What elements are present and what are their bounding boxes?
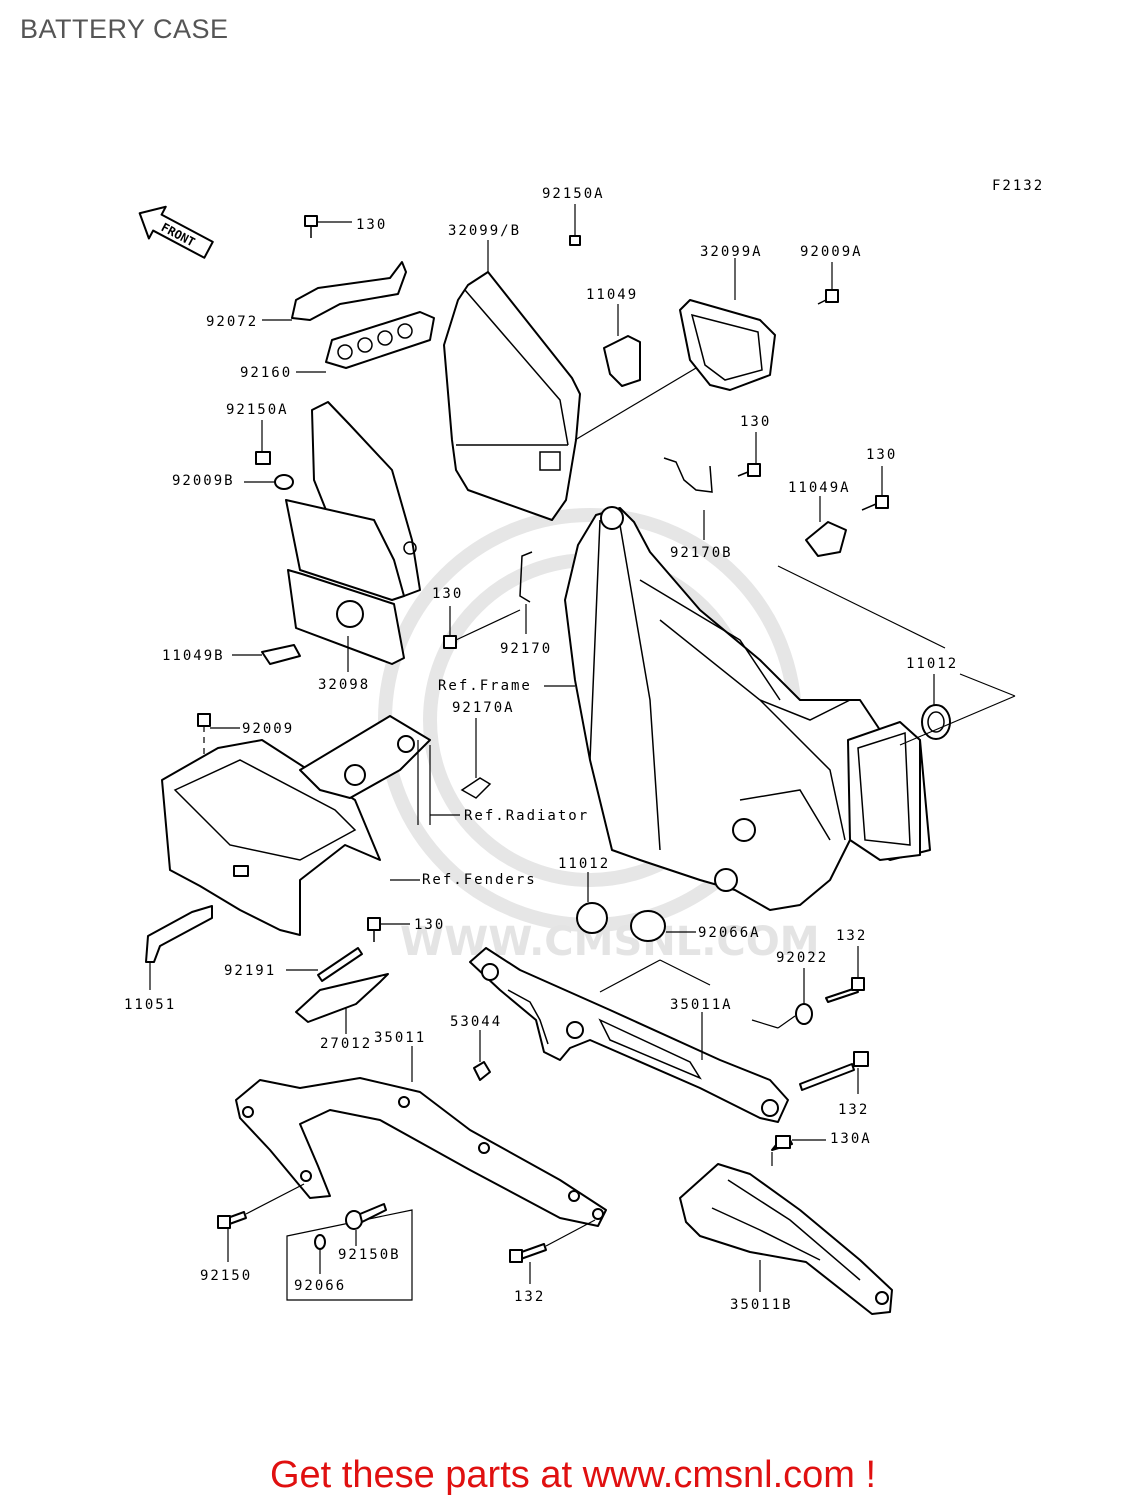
bolt-130-far-right <box>861 466 889 511</box>
part-label: 132 <box>836 928 867 944</box>
parts-diagram: WWW.CMSNL.COM FRONT F2132 <box>124 178 1044 1315</box>
part-label: Ref.Frame <box>438 678 532 694</box>
part-label: 32098 <box>318 677 370 693</box>
part-label: 92066A <box>698 925 761 941</box>
part-label: 35011B <box>730 1297 793 1313</box>
bushing-53044 <box>473 1030 491 1081</box>
bolt-130A <box>771 1135 826 1166</box>
bracket-92072 <box>262 261 407 321</box>
part-label: 92160 <box>240 365 292 381</box>
bolt-132-mid-right <box>799 1051 869 1094</box>
part-label: 92170A <box>452 700 515 716</box>
part-label: 130 <box>414 917 445 933</box>
pin-92191 <box>286 947 363 982</box>
part-label: 130 <box>432 586 463 602</box>
part-label: Ref.Fenders <box>422 872 537 888</box>
figure-code: F2132 <box>992 178 1044 194</box>
part-label: 11049B <box>162 648 225 664</box>
part-label: 92009 <box>242 721 294 737</box>
front-arrow-icon: FRONT <box>138 205 214 259</box>
part-label: 130A <box>830 1131 872 1147</box>
washer-92022 <box>751 968 813 1029</box>
bolt-92009A <box>817 262 839 305</box>
part-label: 35011 <box>374 1030 426 1046</box>
part-label: 11012 <box>558 856 610 872</box>
part-labels: 130 92150A 32099/B 32099A 92009A 11049 9… <box>124 186 958 1313</box>
bracket-27012 <box>295 973 389 1034</box>
plate-92160 <box>296 311 435 373</box>
part-label: 92150A <box>542 186 605 202</box>
part-label: 11049 <box>586 287 638 303</box>
bolt-92150 <box>217 1183 305 1262</box>
watermark-text: WWW.CMSNL.COM <box>400 919 820 965</box>
part-label: 11049A <box>788 480 851 496</box>
clip-92170A <box>460 718 492 799</box>
part-label: 130 <box>866 447 897 463</box>
page-title: BATTERY CASE <box>20 14 229 44</box>
part-label: 32099/B <box>448 223 521 239</box>
bracket-11049 <box>603 304 641 387</box>
arm-35011 <box>235 1046 607 1227</box>
part-label: 92170B <box>670 545 733 561</box>
part-label: 130 <box>740 414 771 430</box>
bolt-130-lower <box>367 917 410 942</box>
part-label: 92150B <box>338 1247 401 1263</box>
bolt-92150A-left <box>255 420 271 465</box>
bolt-132-top-right <box>825 946 865 1003</box>
bolt-92009B <box>244 474 294 490</box>
part-label: 92150A <box>226 402 289 418</box>
clip-92170 <box>519 551 533 634</box>
part-label: 130 <box>356 217 387 233</box>
bolt-92150A-top <box>569 204 581 246</box>
part-label: 35011A <box>670 997 733 1013</box>
part-label: 92170 <box>500 641 552 657</box>
bolt-130-left <box>443 606 521 649</box>
bolt-130-top <box>304 215 352 238</box>
part-label: 11051 <box>124 997 176 1013</box>
part-label: 27012 <box>320 1036 372 1052</box>
case-32098 <box>285 401 421 672</box>
part-label: 92150 <box>200 1268 252 1284</box>
part-label: 132 <box>838 1102 869 1118</box>
bolt-130-mid-right <box>737 432 761 477</box>
frame-leader-lines <box>777 565 1016 746</box>
part-label: 92022 <box>776 950 828 966</box>
part-label: 92072 <box>206 314 258 330</box>
part-label: 32099A <box>700 244 763 260</box>
bearing-11012-top <box>921 674 951 740</box>
plug-11012-bottom <box>576 872 608 934</box>
cover-32099A <box>679 258 776 391</box>
clip-92170B <box>663 457 713 540</box>
bolt-132-bottom <box>509 1219 596 1284</box>
radiator-ref <box>299 715 460 825</box>
washer-92066 <box>314 1234 326 1274</box>
part-label: 11012 <box>906 656 958 672</box>
plug-92066A <box>630 910 696 942</box>
part-label: 92009B <box>172 473 235 489</box>
part-label: Ref.Radiator <box>464 808 589 824</box>
bracket-35011B <box>679 1163 893 1315</box>
part-label: 92066 <box>294 1278 346 1294</box>
arm-35011A <box>469 947 789 1123</box>
bracket-11051 <box>145 905 213 990</box>
bracket-11049B <box>232 644 301 665</box>
bolt-92150B <box>345 1203 387 1246</box>
part-label: 132 <box>514 1289 545 1305</box>
main-frame <box>544 506 931 911</box>
part-label: 92009A <box>800 244 863 260</box>
bracket-11049A <box>805 496 847 557</box>
part-label: 53044 <box>450 1014 502 1030</box>
part-label: 92191 <box>224 963 276 979</box>
parts-link-cta[interactable]: Get these parts at www.cmsnl.com ! <box>269 1454 877 1496</box>
